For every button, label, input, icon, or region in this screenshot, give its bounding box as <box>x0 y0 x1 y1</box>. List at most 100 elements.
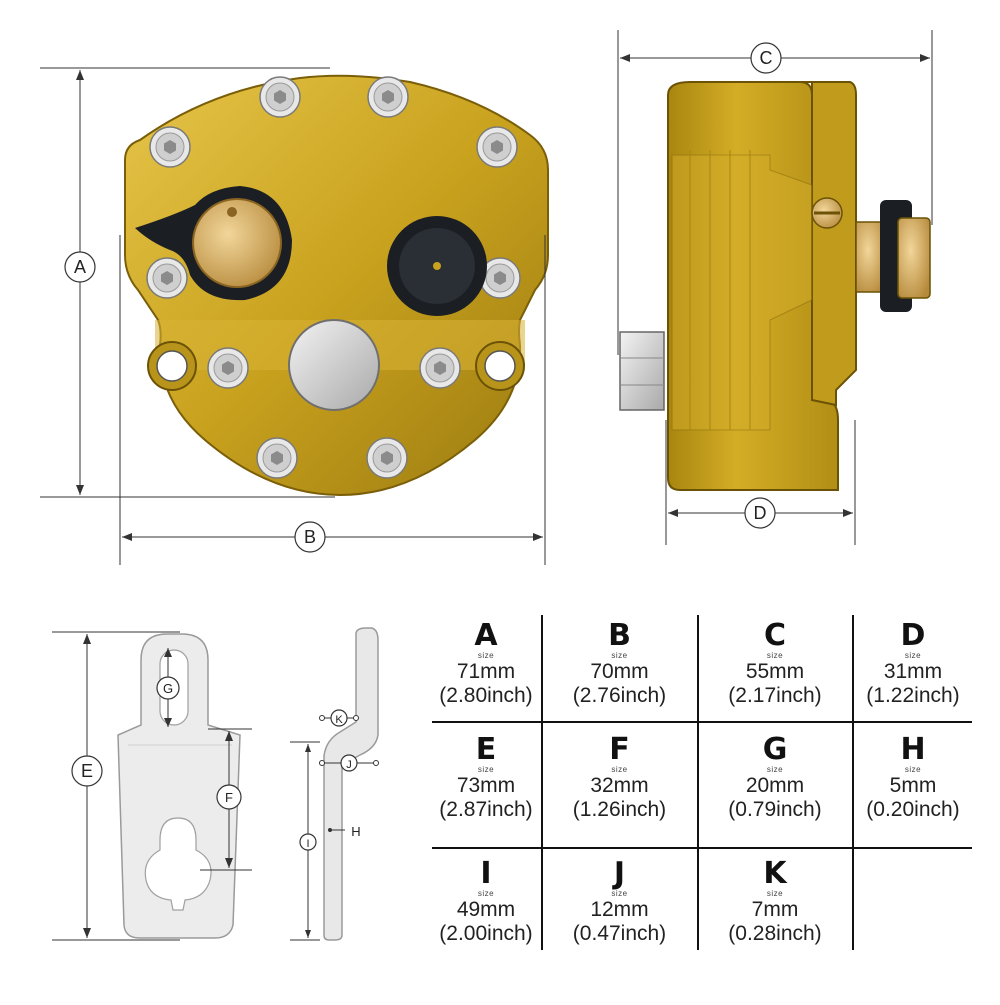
dimension-i: I <box>290 741 320 941</box>
dimension-h: H <box>328 824 361 839</box>
allen-bolt-icon <box>367 76 409 118</box>
allen-bolt-icon <box>366 437 408 479</box>
front-view-damper <box>124 74 549 497</box>
spec-cell-j: J size 12mm (0.47inch) <box>543 859 696 946</box>
spec-inch: (0.79inch) <box>728 798 822 821</box>
label-d: D <box>754 503 767 523</box>
table-divider <box>852 615 854 950</box>
spec-letter: B <box>608 618 631 653</box>
allen-bolt-icon <box>149 126 191 168</box>
spec-size-label: size <box>477 889 495 898</box>
label-c: C <box>760 48 773 68</box>
rubber-bump-icon <box>387 216 487 316</box>
spec-letter: F <box>609 732 630 767</box>
label-b: B <box>304 527 316 547</box>
spec-cell-i: I size 49mm (2.00inch) <box>432 859 540 946</box>
label-i: I <box>306 838 309 850</box>
spec-size-label: size <box>904 765 922 774</box>
spec-mm: 71mm <box>456 660 516 683</box>
spec-size-label: size <box>904 651 922 660</box>
spec-letter: D <box>900 618 926 653</box>
spec-cell-a: A size 71mm (2.80inch) <box>432 621 540 708</box>
spec-cell-b: B size 70mm (2.76inch) <box>543 621 696 708</box>
spec-mm: 7mm <box>751 898 799 921</box>
dimension-k: K <box>319 709 359 727</box>
spec-inch: (2.87inch) <box>439 798 533 821</box>
spec-inch: (1.26inch) <box>572 798 667 821</box>
dimension-e: E <box>52 631 180 941</box>
spec-mm: 31mm <box>883 660 943 683</box>
spec-letter: H <box>900 732 926 767</box>
spec-inch: (2.17inch) <box>728 684 822 707</box>
dimension-b: B <box>119 235 546 565</box>
label-a: A <box>74 257 86 277</box>
spec-size-label: size <box>611 889 628 898</box>
spec-mm: 55mm <box>745 660 805 683</box>
spec-letter: E <box>475 732 497 767</box>
table-divider <box>541 615 543 950</box>
spec-inch: (2.00inch) <box>439 922 533 945</box>
side-view-damper <box>619 81 931 491</box>
spec-inch: (0.20inch) <box>866 798 960 821</box>
dimension-a: A <box>40 67 335 498</box>
spec-cell-f: F size 32mm (1.26inch) <box>543 735 696 822</box>
spec-letter: A <box>474 618 498 653</box>
bracket-side-view <box>323 627 379 941</box>
allen-bolt-icon <box>146 257 188 299</box>
spec-mm: 32mm <box>590 774 649 797</box>
spec-cell-h: H size 5mm (0.20inch) <box>854 735 972 822</box>
spec-letter: I <box>480 856 492 891</box>
label-j: J <box>346 759 352 771</box>
spec-letter: K <box>763 856 787 891</box>
spec-mm: 5mm <box>889 774 937 797</box>
spec-table: A size 71mm (2.80inch) B size 70mm (2.76… <box>432 615 972 950</box>
spec-size-label: size <box>766 651 784 660</box>
spec-size-label: size <box>766 889 784 898</box>
allen-bolt-icon <box>256 437 298 479</box>
spec-size-label: size <box>766 765 784 774</box>
shaft-cap <box>288 319 380 411</box>
label-f: F <box>225 790 233 805</box>
spec-mm: 70mm <box>590 660 649 683</box>
label-g: G <box>163 681 173 696</box>
spec-letter: G <box>762 732 788 767</box>
label-k: K <box>335 714 343 726</box>
spec-mm: 20mm <box>745 774 805 797</box>
spec-mm: 49mm <box>456 898 516 921</box>
spec-size-label: size <box>477 765 495 774</box>
spec-size-label: size <box>611 765 628 774</box>
spec-letter: J <box>613 856 626 891</box>
spec-size-label: size <box>477 651 495 660</box>
spec-inch: (0.28inch) <box>728 922 822 945</box>
table-divider <box>432 721 972 723</box>
spec-letter: C <box>763 618 787 653</box>
table-divider <box>697 615 699 950</box>
bracket-front-view <box>117 633 241 939</box>
spec-cell-d: D size 31mm (1.22inch) <box>854 621 972 708</box>
allen-bolt-icon <box>207 347 249 389</box>
spec-cell-c: C size 55mm (2.17inch) <box>699 621 851 708</box>
dimension-c: C <box>617 30 933 355</box>
dimension-j: J <box>319 754 379 772</box>
adjust-knob-icon <box>135 186 292 301</box>
spec-inch: (2.76inch) <box>572 684 667 707</box>
dimension-f: F <box>200 728 252 871</box>
spec-inch: (2.80inch) <box>439 684 533 707</box>
label-e: E <box>81 761 93 781</box>
dimension-g: G <box>156 648 180 727</box>
spec-cell-e: E size 73mm (2.87inch) <box>432 735 540 822</box>
spec-mm: 12mm <box>590 898 649 921</box>
spec-cell-g: G size 20mm (0.79inch) <box>699 735 851 822</box>
spec-cell-k: K size 7mm (0.28inch) <box>699 859 851 946</box>
spec-inch: (0.47inch) <box>572 922 667 945</box>
dimension-d: D <box>665 420 856 545</box>
table-divider <box>432 847 972 849</box>
spec-mm: 73mm <box>456 774 516 797</box>
spec-size-label: size <box>611 651 628 660</box>
label-h: H <box>351 824 360 839</box>
spec-inch: (1.22inch) <box>866 684 960 707</box>
allen-bolt-icon <box>259 76 301 118</box>
allen-bolt-icon <box>476 126 518 168</box>
